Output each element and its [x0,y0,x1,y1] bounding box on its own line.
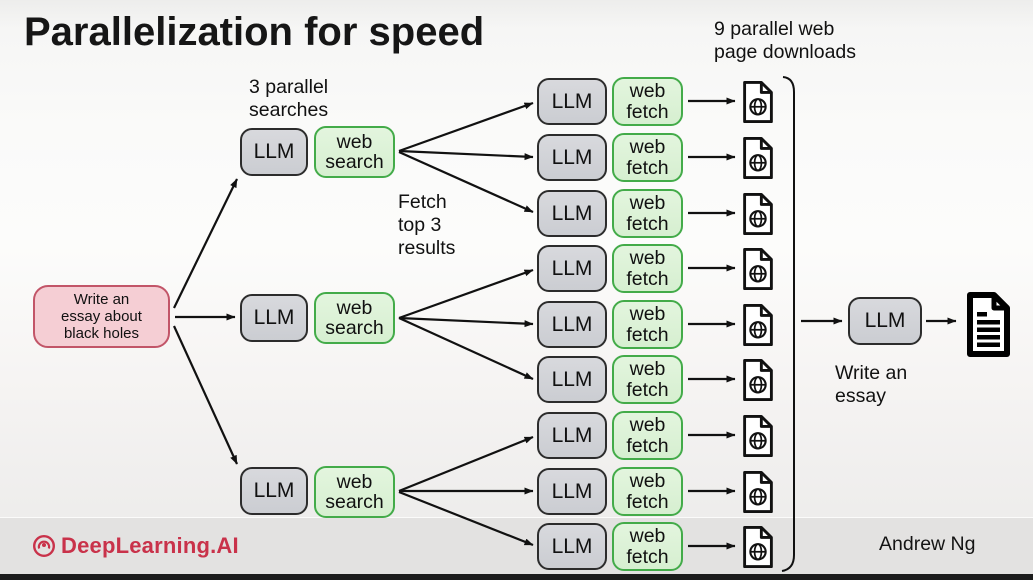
web-fetch-box-1: web fetch [612,77,683,126]
essay-document-icon [967,292,1010,357]
llm-box-fetch-8: LLM [537,468,607,515]
web-fetch-box-6: web fetch [612,355,683,404]
author-name: Andrew Ng [879,533,976,555]
llm-box-fetch-2: LLM [537,134,607,181]
web-page-icon-8 [743,470,773,514]
web-fetch-box-2: web fetch [612,133,683,182]
label-9-parallel-downloads: 9 parallel web page downloads [714,18,857,63]
llm-box-search-1: LLM [240,128,308,176]
llm-box-fetch-3: LLM [537,190,607,237]
llm-box-fetch-5: LLM [537,301,607,348]
web-page-icon-5 [743,303,773,347]
label-write-an-essay: Write an essay [835,362,908,407]
label-fetch-top-3: Fetch top 3 results [398,191,456,259]
web-fetch-box-4: web fetch [612,244,683,293]
web-fetch-box-3: web fetch [612,189,683,238]
slide-title: Parallelization for speed [24,10,485,54]
brand-lockup: DeepLearning.AI [32,533,239,559]
web-page-icon-7 [743,414,773,458]
web-fetch-box-9: web fetch [612,522,683,571]
llm-box-fetch-9: LLM [537,523,607,570]
web-page-icon-4 [743,247,773,291]
web-page-icon-6 [743,358,773,402]
llm-box-search-2: LLM [240,294,308,342]
llm-box-final: LLM [848,297,922,345]
llm-box-fetch-7: LLM [537,412,607,459]
llm-box-fetch-4: LLM [537,245,607,292]
web-fetch-box-7: web fetch [612,411,683,460]
web-page-icon-1 [743,80,773,124]
web-page-icon-3 [743,192,773,236]
web-page-icon-9 [743,525,773,569]
web-search-box-2: web search [314,292,395,344]
llm-box-fetch-1: LLM [537,78,607,125]
web-fetch-box-8: web fetch [612,467,683,516]
brand-name: DeepLearning.AI [61,533,239,558]
web-page-icon-2 [743,136,773,180]
llm-box-fetch-6: LLM [537,356,607,403]
web-search-box-3: web search [314,466,395,518]
web-search-box-1: web search [314,126,395,178]
web-fetch-box-5: web fetch [612,300,683,349]
bottom-accent-bar [0,574,1033,580]
llm-box-search-3: LLM [240,467,308,515]
label-3-parallel-searches: 3 parallel searches [249,76,329,121]
prompt-box: Write an essay about black holes [33,285,170,348]
deeplearning-ai-logo-icon [32,534,56,558]
